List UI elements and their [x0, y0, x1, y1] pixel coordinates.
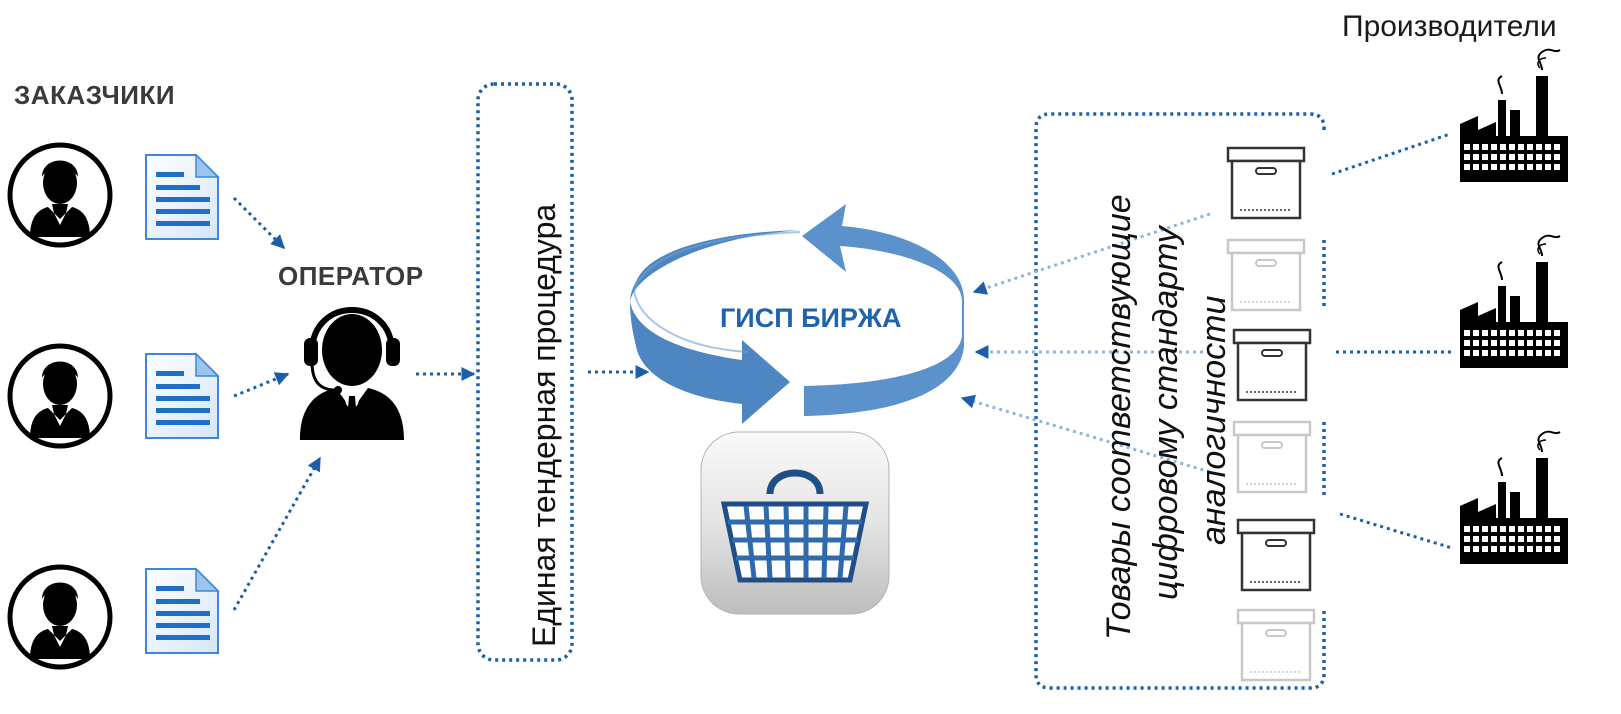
producers-label: Производители: [1342, 10, 1557, 43]
goods-label-line-1: Товары соответствующие: [1100, 194, 1138, 640]
goods-label-line-2: цифровому стандарту: [1147, 226, 1185, 600]
person-icon: [10, 145, 110, 245]
document-icon: [145, 568, 219, 654]
factory-icon: [1459, 430, 1569, 565]
box-icon: [1226, 238, 1306, 312]
tender-procedure-label: Единая тендерная процедура: [526, 203, 562, 647]
goods-boxes: [1226, 146, 1316, 682]
box-icon: [1232, 420, 1312, 494]
factory-icon: [1459, 234, 1569, 369]
operator-label: ОПЕРАТОР: [278, 261, 424, 291]
document-icon: [145, 353, 219, 439]
tender-frame: [476, 82, 574, 662]
goods-frame-gaps: [1318, 130, 1330, 608]
box-icon: [1236, 518, 1316, 592]
customers-label: ЗАКАЗЧИКИ: [14, 80, 176, 110]
customer-2: [10, 346, 219, 446]
connectors: [232, 132, 1453, 611]
box-icon: [1236, 608, 1316, 682]
exchange-label: ГИСП БИРЖА: [720, 303, 902, 333]
person-icon: [10, 346, 110, 446]
customer-3: [10, 567, 219, 667]
circular-arrows-icon: [630, 204, 964, 424]
document-icon: [145, 154, 219, 240]
customer-1: [10, 145, 219, 245]
goods-label-line-3: аналогичности: [1195, 295, 1233, 545]
headset-operator-icon: [300, 307, 404, 440]
shopping-basket-icon: [700, 431, 890, 615]
factory-icon: [1459, 48, 1569, 183]
box-icon: [1226, 146, 1306, 220]
box-icon: [1232, 328, 1312, 402]
goods-frame: [1034, 112, 1326, 690]
person-icon: [10, 567, 110, 667]
